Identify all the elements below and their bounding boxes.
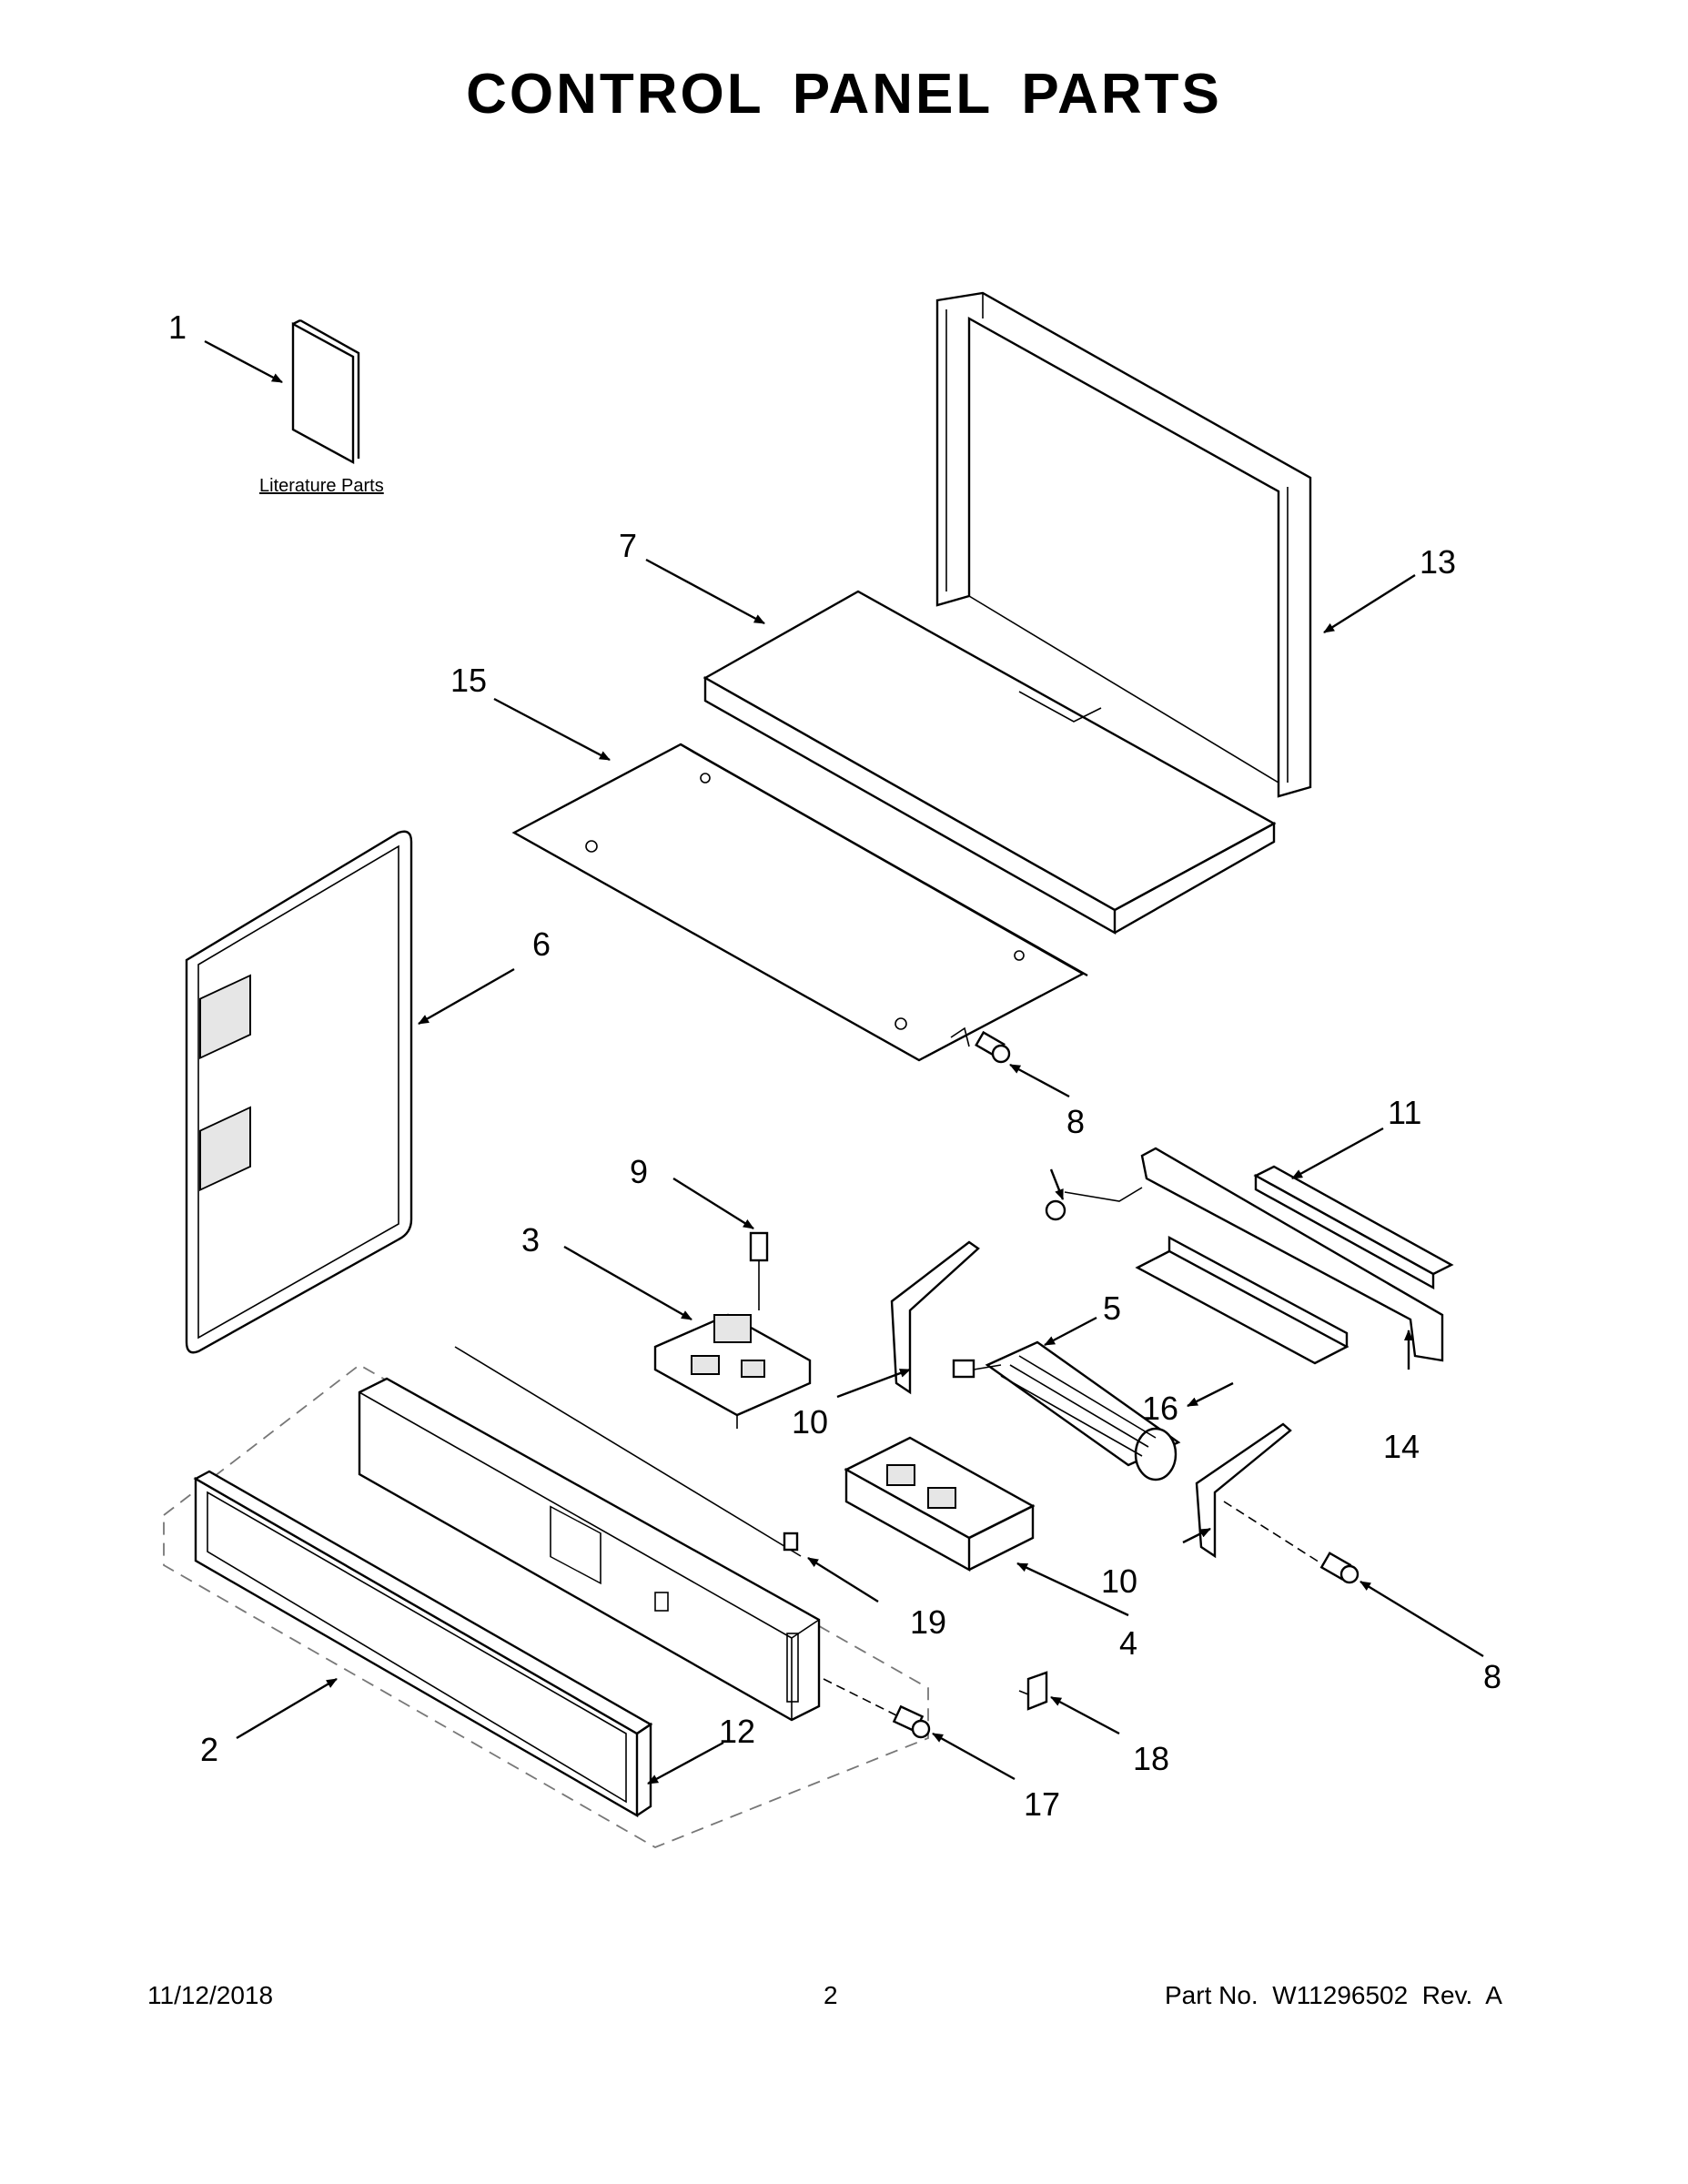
callout-6: 6 <box>532 925 551 963</box>
control-panel-glass[interactable] <box>193 1470 653 1818</box>
side-insulation-panel[interactable] <box>185 830 413 1354</box>
callout-10-right: 10 <box>1101 1562 1137 1600</box>
mounting-plate[interactable] <box>511 743 1088 1062</box>
callout-4: 4 <box>1119 1624 1137 1662</box>
callout-13: 13 <box>1420 543 1456 581</box>
literature-booklet[interactable] <box>291 318 360 465</box>
screw-upper[interactable] <box>975 1030 1011 1064</box>
callout-10-left: 10 <box>792 1403 828 1441</box>
top-cover-panel[interactable] <box>702 590 1277 935</box>
callout-8-lower: 8 <box>1483 1658 1501 1695</box>
footer-part-number: Part No. W11296502 Rev. A <box>1165 1981 1502 2009</box>
cooling-fan-assembly[interactable] <box>952 1340 1181 1481</box>
callout-19: 19 <box>910 1603 946 1641</box>
electronic-control-board[interactable] <box>653 1313 812 1429</box>
ribbon-cable[interactable] <box>454 1346 802 1557</box>
callout-5: 5 <box>1103 1289 1121 1327</box>
air-deflector[interactable] <box>1135 1235 1349 1365</box>
rear-frame[interactable] <box>935 291 1312 798</box>
literature-parts-label[interactable]: Literature Parts <box>259 476 384 496</box>
relay-board[interactable] <box>844 1436 1036 1572</box>
callout-8-upper: 8 <box>1066 1103 1085 1140</box>
callout-18: 18 <box>1133 1740 1169 1777</box>
leader-arrows <box>204 339 1484 1785</box>
insulation-strip[interactable] <box>1253 1165 1454 1290</box>
control-panel-housing[interactable] <box>358 1377 821 1722</box>
callout-7: 7 <box>619 527 637 564</box>
callout-9: 9 <box>630 1153 648 1190</box>
footer-date: 11/12/2018 <box>147 1981 274 2009</box>
callout-15: 15 <box>450 662 487 699</box>
callout-11: 11 <box>1388 1094 1421 1131</box>
screw-17[interactable] <box>823 1678 931 1739</box>
callout-14: 14 <box>1383 1428 1420 1465</box>
callout-1: 1 <box>168 308 187 346</box>
fan-mount-bracket-right[interactable] <box>1195 1422 1292 1559</box>
screw-lower[interactable] <box>1223 1501 1359 1584</box>
callout-3: 3 <box>521 1221 540 1259</box>
wire-clip[interactable] <box>1018 1671 1048 1711</box>
callout-17: 17 <box>1024 1785 1060 1823</box>
callout-12: 12 <box>719 1713 755 1750</box>
callout-2: 2 <box>200 1731 218 1768</box>
fan-bracket-rail[interactable] <box>1045 1147 1444 1362</box>
callout-16: 16 <box>1142 1390 1178 1427</box>
page-title: CONTROL PANEL PARTS <box>466 63 1222 126</box>
assembly-outline <box>163 1363 929 1848</box>
footer-page-number: 2 <box>824 1981 838 2009</box>
screw-9[interactable] <box>749 1231 769 1310</box>
